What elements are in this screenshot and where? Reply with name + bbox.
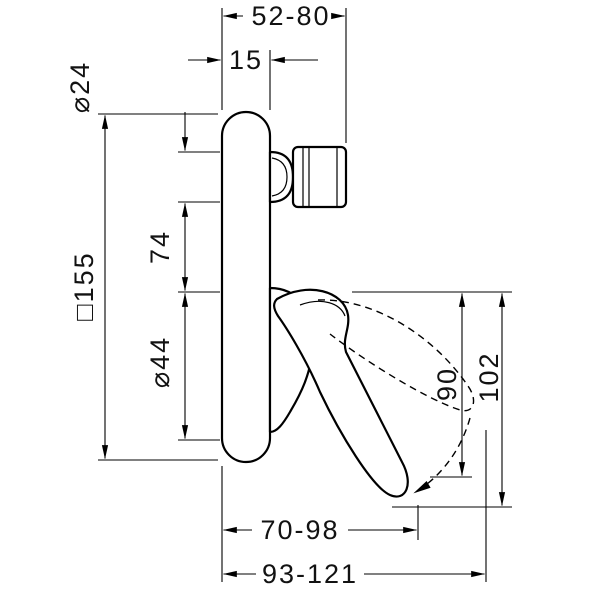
dim-label-base-diameter: ⌀44 (145, 336, 175, 388)
dim-label-plate-offset: 15 (229, 45, 263, 75)
dim-label-handle-drop-outer: 102 (474, 351, 504, 402)
escutcheon-plate (220, 110, 272, 464)
dim-label-top-depth: 52-80 (251, 1, 330, 31)
handle-lever (273, 288, 409, 498)
extension-lines (98, 8, 512, 582)
dim-label-bottom-reach: 70-98 (260, 515, 339, 545)
fixture-drawing (220, 110, 475, 498)
handle-raised-outline-dashed (317, 299, 475, 412)
handle-adapter (291, 145, 348, 209)
dim-label-bottom-total: 93-121 (262, 559, 358, 589)
handle-lever-detail (299, 300, 346, 317)
spindle-sleeve-detail (271, 157, 288, 197)
dimension-lines (101, 12, 506, 578)
handle-motion-arc-dashed (413, 417, 471, 494)
dimension-labels: 52-80 15 ⌀24 □155 74 ⌀44 90 102 70-98 93… (65, 1, 504, 589)
handle-motion-range-dashed (317, 299, 475, 494)
dim-label-spindle-diameter: ⌀24 (65, 61, 95, 113)
dim-label-plate-size: □155 (69, 251, 99, 320)
dim-label-spindle-to-pivot: 74 (145, 230, 175, 264)
spindle-sleeve (268, 150, 295, 204)
dim-label-handle-drop-inner: 90 (432, 367, 462, 401)
